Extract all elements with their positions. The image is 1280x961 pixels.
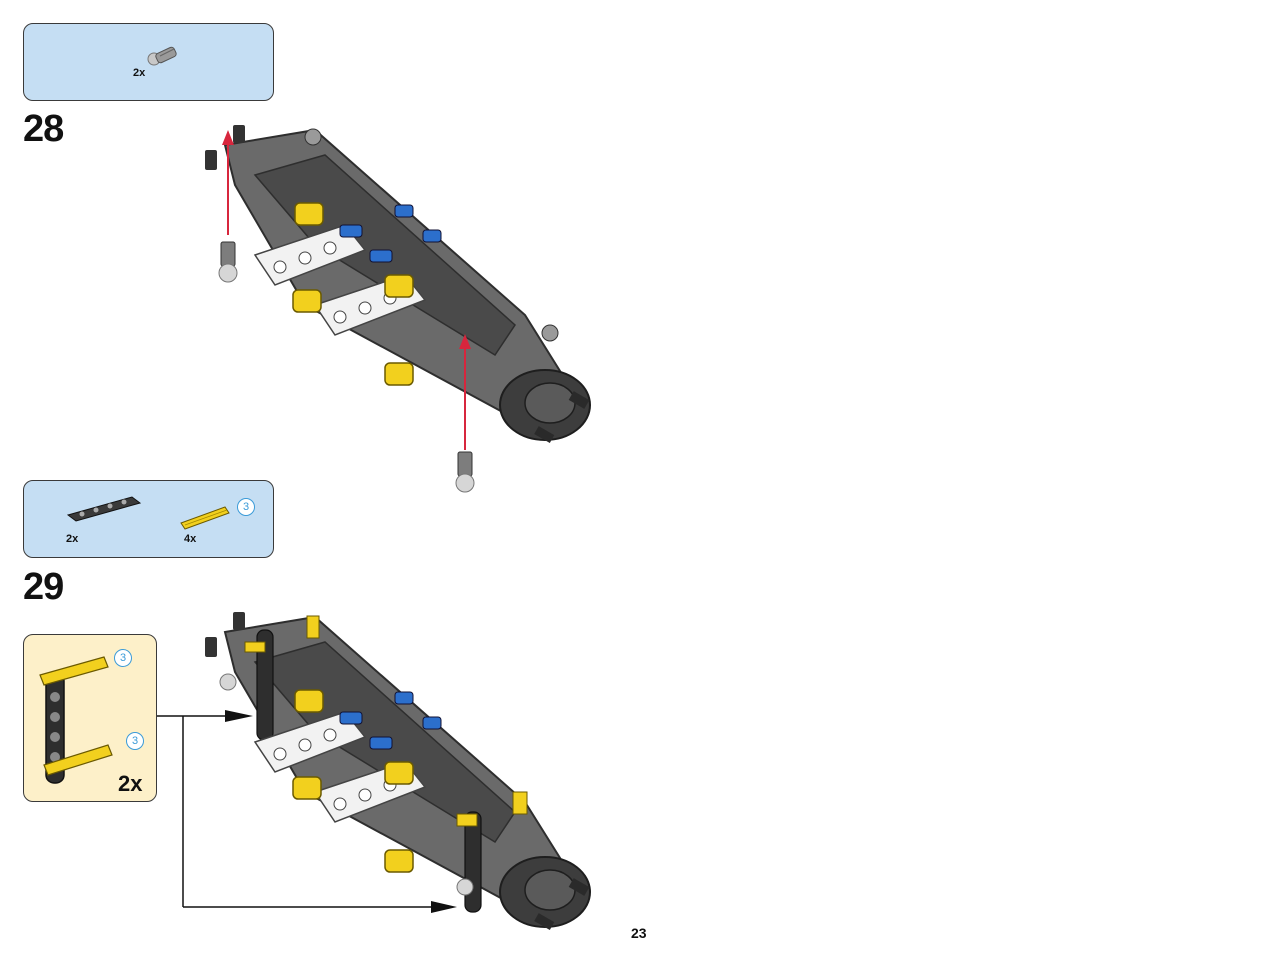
step-number-28: 28: [23, 108, 64, 150]
part-qty: 4x: [184, 533, 197, 545]
dark-beam-icon: [66, 496, 142, 522]
part-qty: 2x: [66, 533, 79, 545]
axle-pin-icon: [147, 46, 177, 66]
subassembly-image: [39, 656, 113, 784]
yellow-axle-icon: [180, 506, 230, 530]
subassembly-multiplier: 2x: [118, 771, 143, 796]
step-29-model-image: [205, 612, 591, 930]
parts-callout-step-29: 2x 3 4x: [23, 480, 274, 558]
page-number: 23: [631, 925, 647, 941]
length-badge: 3: [114, 649, 132, 667]
length-badge: 3: [237, 498, 255, 516]
length-badge: 3: [126, 732, 144, 750]
step-28-model-image: [205, 125, 591, 493]
part-qty: 2x: [133, 67, 146, 79]
subassembly-arrows: [157, 710, 457, 913]
parts-callout-step-28: 2x: [23, 23, 274, 101]
step-number-29: 29: [23, 566, 64, 608]
subassembly-callout: 3 3 2x: [23, 634, 157, 802]
